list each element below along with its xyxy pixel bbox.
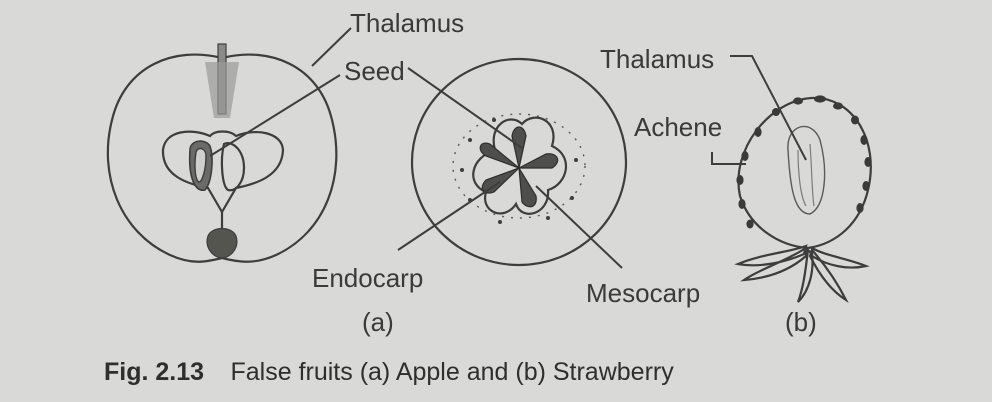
figure-caption: Fig. 2.13 False fruits (a) Apple and (b)… [104,358,674,386]
label-thalamus-apple: Thalamus [350,8,464,38]
label-achene: Achene [634,112,722,142]
label-mesocarp: Mesocarp [586,278,700,308]
apple-transverse-section [412,59,626,265]
caption-text: False fruits (a) Apple and (b) Strawberr… [231,358,675,386]
label-thalamus-strawberry: Thalamus [600,44,714,74]
label-part-a: (a) [362,307,394,337]
strawberry-section [736,95,871,302]
label-endocarp: Endocarp [312,263,423,293]
label-seed: Seed [344,56,405,86]
caption-number: Fig. 2.13 [104,358,204,386]
leader-lines [210,28,806,268]
apple-longitudinal-section [108,44,337,262]
label-part-b: (b) [785,307,817,337]
strawberry-sepals [738,246,866,302]
